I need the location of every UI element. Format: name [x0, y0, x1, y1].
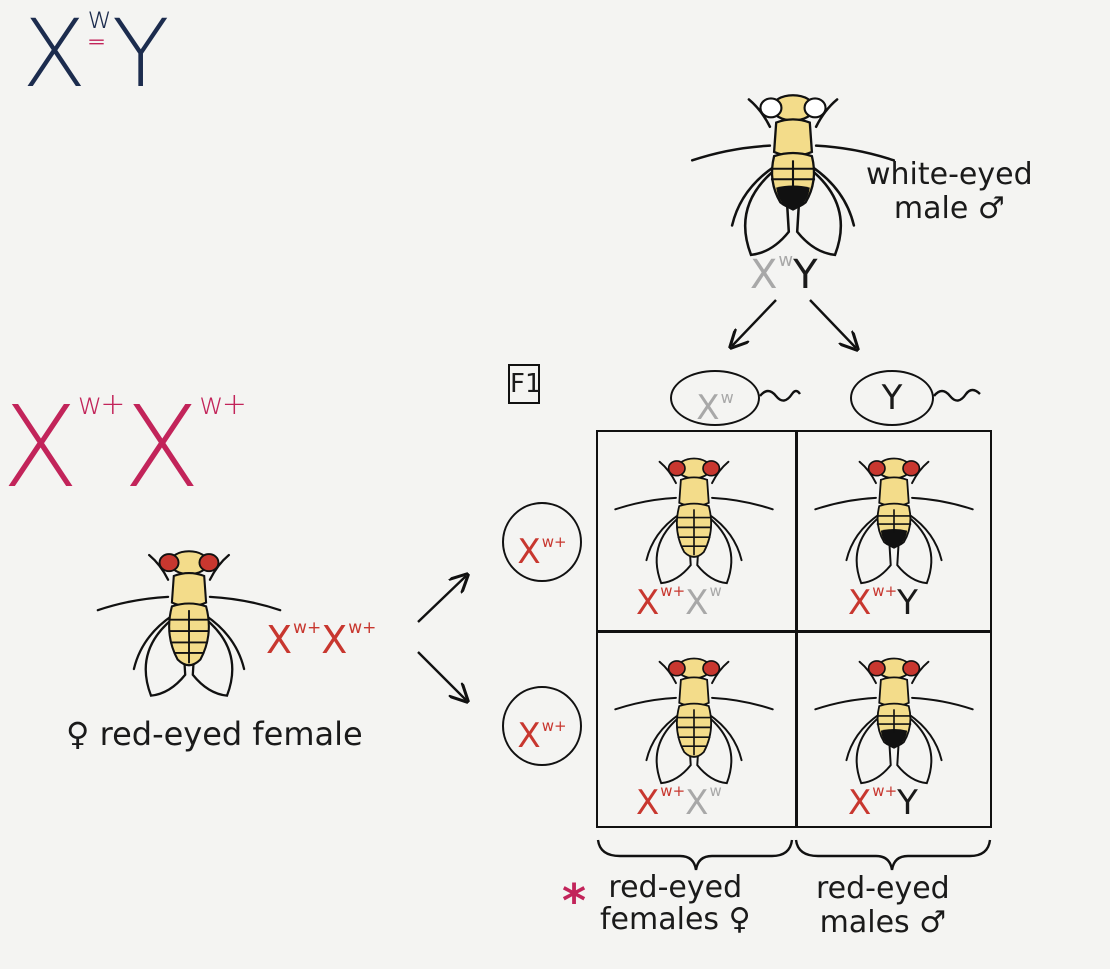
- cell-1-genotype: Xw+Xw: [636, 582, 722, 623]
- cell-3-genotype: Xw+Xw: [636, 782, 722, 823]
- mother-genotype-large: Xw+Xw+: [2, 383, 247, 513]
- sperm-xw: Xw: [670, 370, 760, 428]
- arrow-up-egg: [417, 576, 466, 623]
- female-genotype: Xw+Xw+: [266, 618, 377, 662]
- arrow-left-sperm: [732, 299, 777, 346]
- top-genotype: Xw═Y: [22, 4, 169, 102]
- female-label: ♀ red-eyed female: [66, 715, 363, 753]
- sperm-xw-tail: [759, 389, 801, 402]
- sperm-y-tail: [933, 388, 981, 402]
- f1-label: F1: [508, 364, 542, 404]
- punnett-square: [596, 430, 992, 828]
- egg-bottom: Xw+: [502, 686, 582, 766]
- females-marker: *: [562, 874, 587, 928]
- females-result-label: red-eyed females ♀: [600, 870, 751, 937]
- cell-4-genotype: Xw+Y: [848, 782, 918, 823]
- sperm-y: Y: [850, 370, 934, 426]
- top-genotype-x: X: [22, 0, 87, 109]
- male-label: white-eyed male ♂: [866, 157, 1033, 226]
- brace-males: [794, 839, 992, 871]
- arrow-down-egg: [417, 651, 466, 700]
- cell-2-genotype: Xw+Y: [848, 582, 918, 623]
- top-genotype-y: Y: [111, 0, 170, 109]
- egg-top: Xw+: [502, 502, 582, 582]
- brace-females: [596, 839, 794, 871]
- male-genotype: XwY: [750, 250, 818, 298]
- males-result-label: red-eyed males ♂: [816, 871, 950, 940]
- top-genotype-allele: w═: [87, 1, 112, 53]
- arrow-right-sperm: [809, 299, 856, 348]
